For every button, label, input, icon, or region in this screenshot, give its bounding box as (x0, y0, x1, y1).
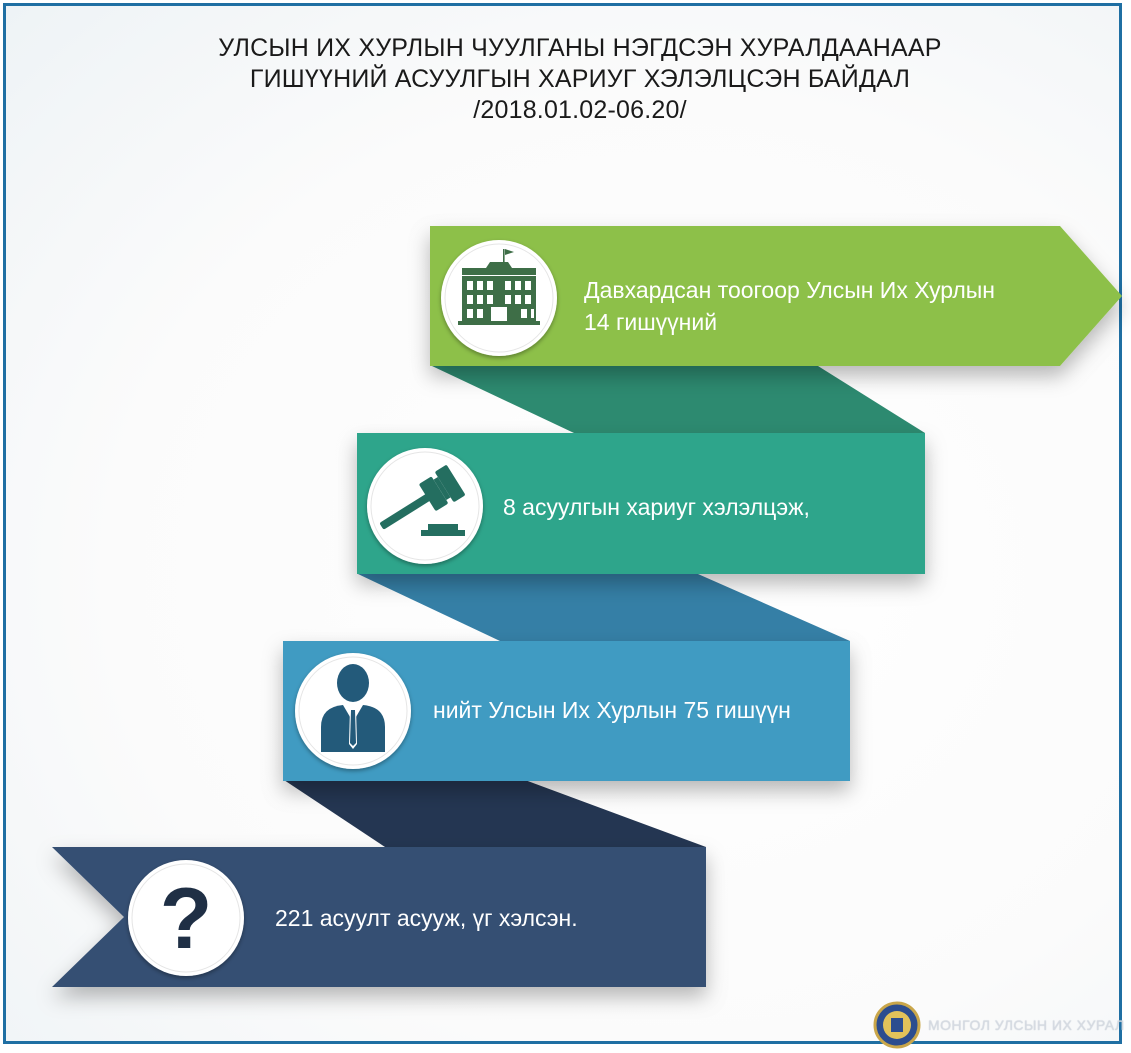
fold-connector-3 (284, 780, 706, 847)
emblem-caption: МОНГОЛ УЛСЫН ИХ ХУРАЛ (928, 1017, 1125, 1033)
infographic-title: УЛСЫН ИХ ХУРЛЫН ЧУУЛГАНЫ НЭГДСЭН ХУРАЛДА… (80, 33, 1080, 126)
step-1-text: Давхардсан тоогоор Улсын Их Хурлын 14 ги… (584, 274, 995, 338)
step-4-text: 221 асуулт асууж, үг хэлсэн. (275, 905, 578, 931)
gavel-icon (367, 448, 483, 564)
title-line-3: /2018.01.02-06.20/ (473, 96, 687, 124)
step-ribbon-1 (430, 226, 1122, 366)
title-line-2: ГИШҮҮНИЙ АСУУЛГЫН ХАРИУГ ХЭЛЭЛЦСЭН БАЙДА… (249, 65, 911, 93)
title-line-1: УЛСЫН ИХ ХУРЛЫН ЧУУЛГАНЫ НЭГДСЭН ХУРАЛДА… (218, 34, 942, 62)
parliament-building-icon (441, 240, 557, 356)
svg-text:?: ? (160, 871, 213, 967)
step-2-text: 8 асуулгын хариуг хэлэлцэж, (503, 494, 810, 520)
parliament-emblem-icon (873, 1001, 921, 1049)
step-1-line-1: Давхардсан тоогоор Улсын Их Хурлын (584, 277, 995, 303)
fold-connector-1 (432, 366, 925, 433)
question-mark-icon: ? (128, 860, 244, 976)
person-icon (295, 653, 411, 769)
step-3-text: нийт Улсын Их Хурлын 75 гишүүн (433, 697, 791, 723)
fold-connector-2 (358, 574, 850, 641)
step-1-line-2: 14 гишүүний (584, 309, 718, 335)
